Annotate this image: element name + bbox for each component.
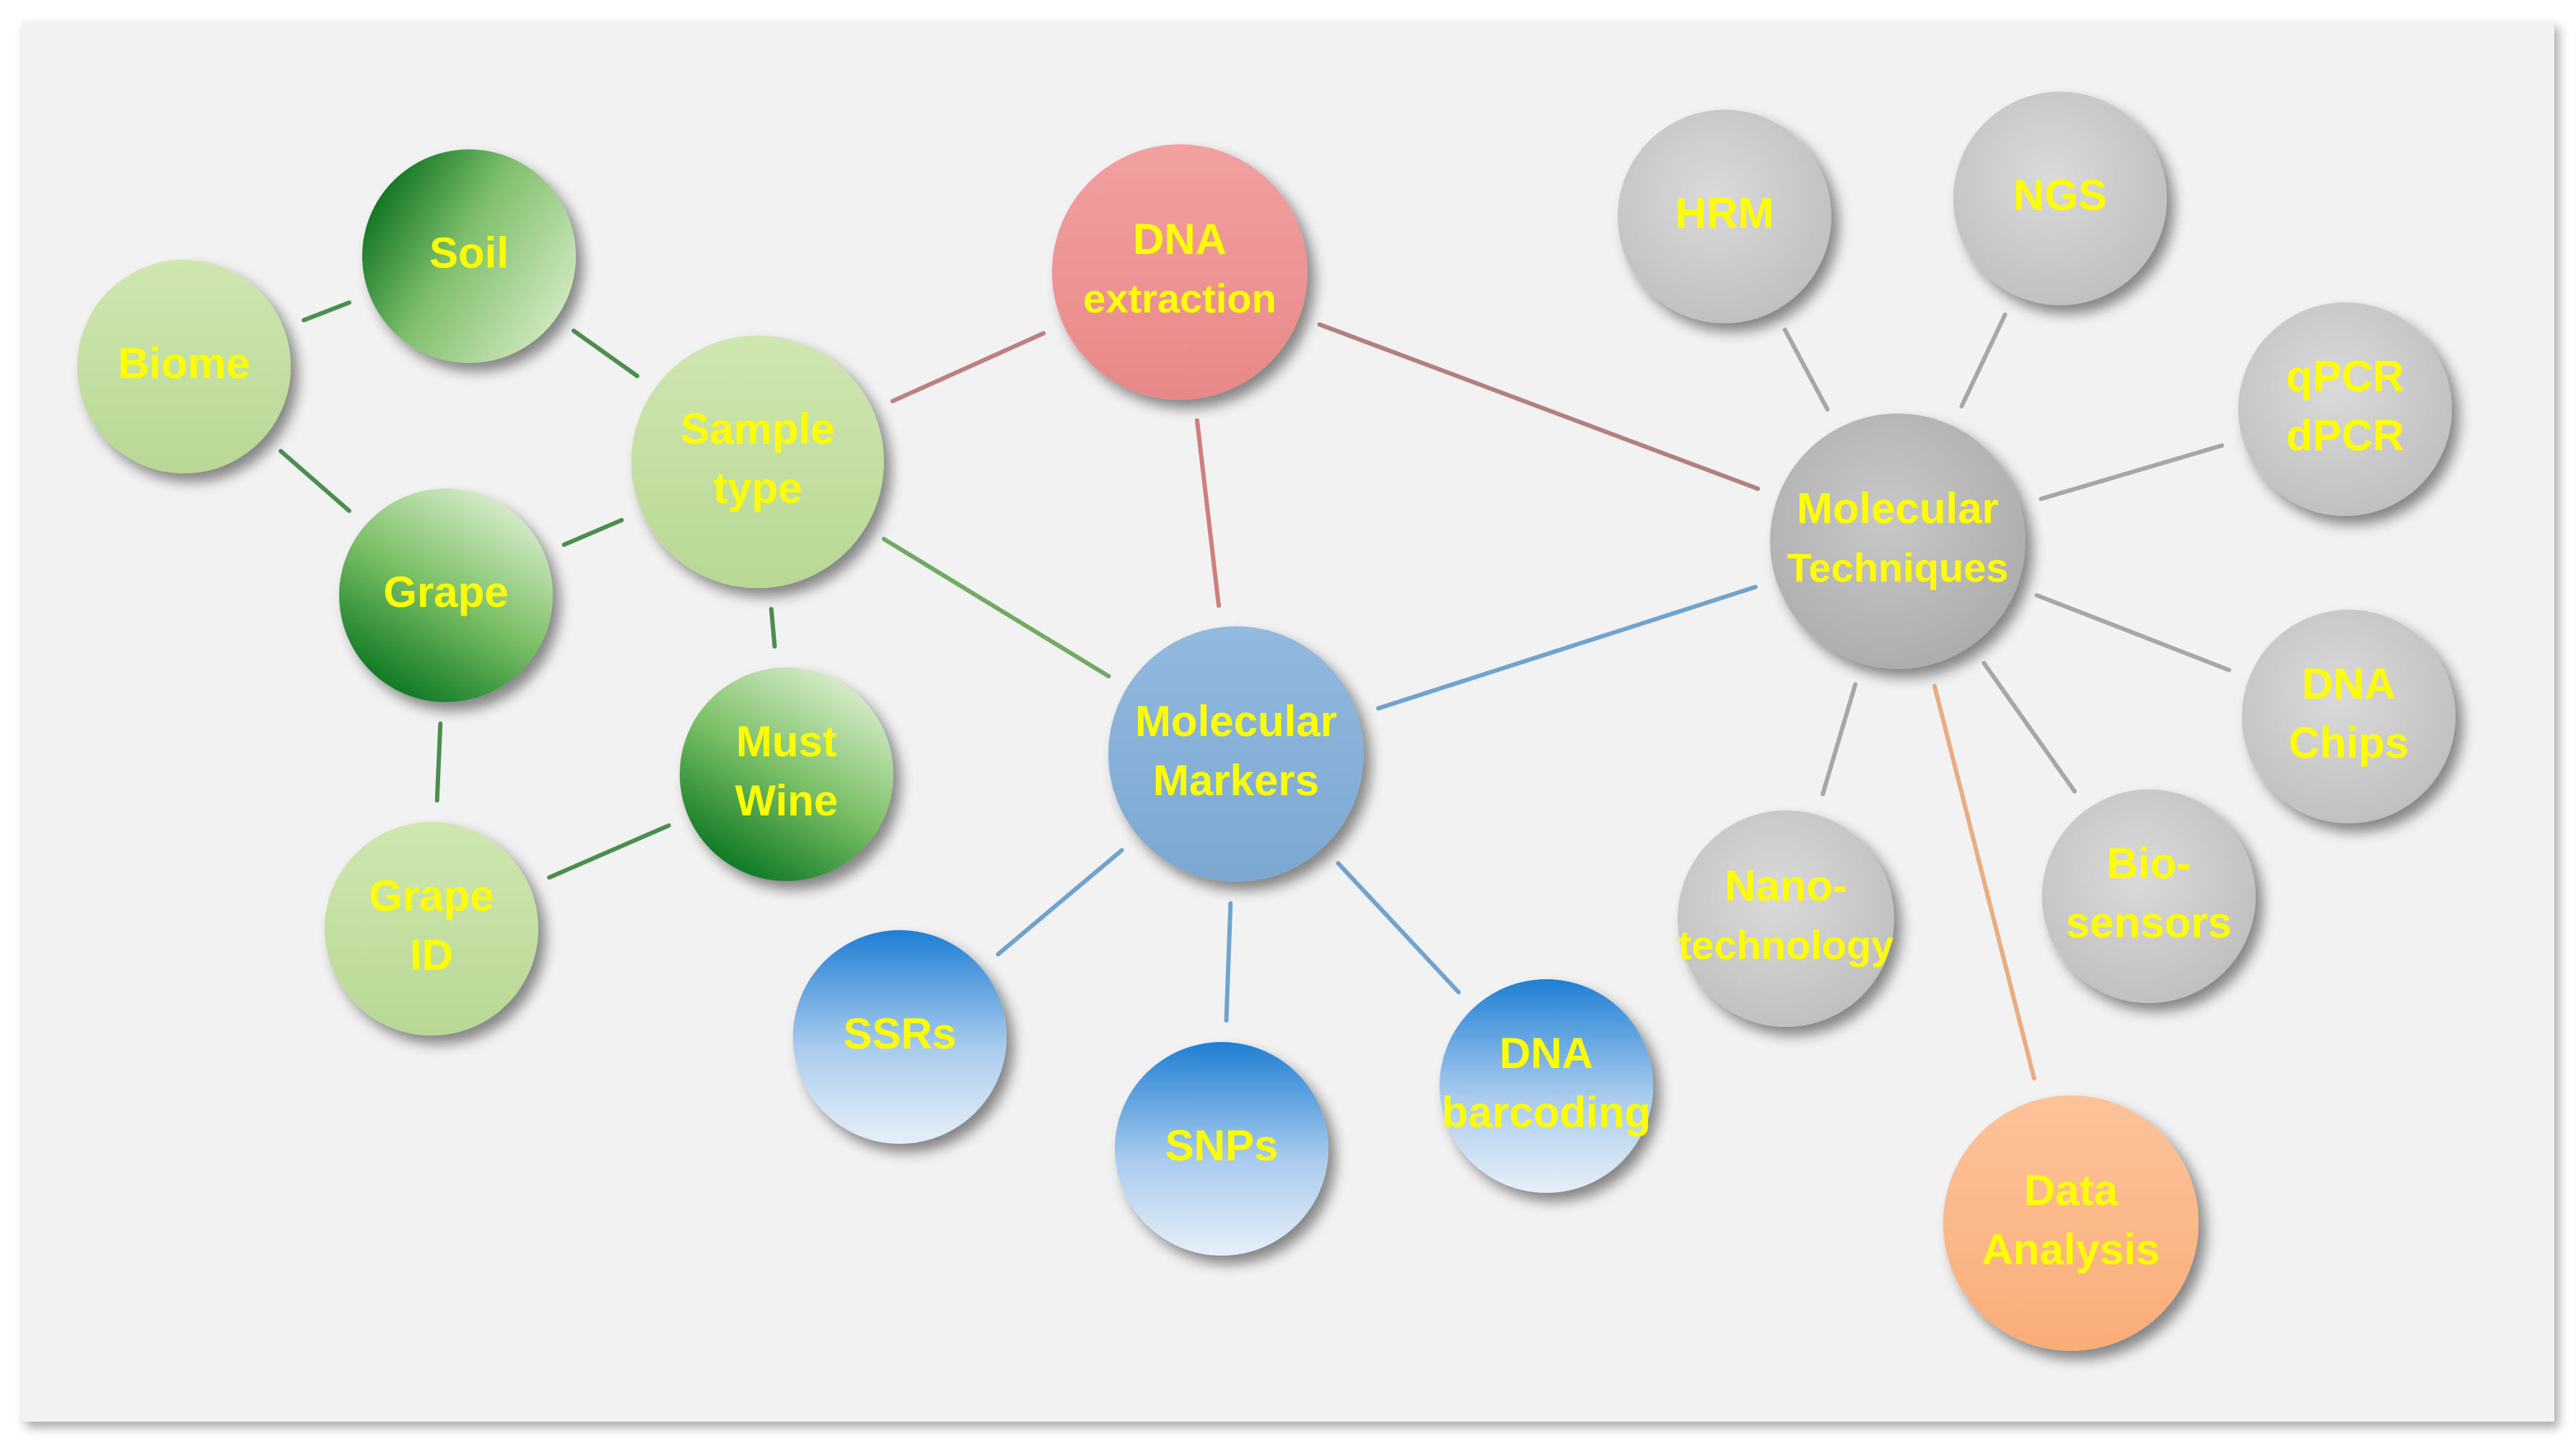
node-label-qpcr-dpcr-0: qPCR bbox=[2286, 352, 2404, 400]
node-label-data-analysis-0: Data bbox=[2024, 1166, 2119, 1214]
nodes-layer: SoilBiomeSampletypeGrapeGrapeIDMustWineD… bbox=[77, 92, 2455, 1351]
node-circle-ngs bbox=[1953, 92, 2167, 305]
node-grape: Grape bbox=[339, 489, 553, 702]
edge-grape-sample-type bbox=[561, 517, 624, 547]
node-biome: Biome bbox=[77, 260, 291, 473]
edge-molecular-markers-dna-barcoding bbox=[1336, 861, 1461, 994]
node-circle-snps bbox=[1115, 1042, 1328, 1256]
node-sample-type: Sample type bbox=[631, 336, 884, 588]
edge-molecular-techniques-dna-chips bbox=[2034, 593, 2232, 673]
node-label-must-wine-0: Must bbox=[736, 717, 837, 766]
node-label-dna-barcoding-1: barcoding bbox=[1442, 1088, 1651, 1137]
edge-molecular-markers-molecular-techniques bbox=[1376, 585, 1758, 711]
node-circle-biosensors bbox=[2042, 789, 2256, 1003]
node-label-dna-extraction-1: extraction bbox=[1083, 276, 1276, 321]
node-label-molecular-markers-0: Molecular bbox=[1135, 697, 1337, 745]
node-circle-grape-id bbox=[325, 822, 538, 1036]
node-circle-biome bbox=[77, 260, 291, 473]
node-label-molecular-techniques-1: Techniques bbox=[1787, 545, 2008, 590]
node-label-dna-extraction-0: DNA bbox=[1133, 215, 1227, 263]
node-hrm: HRM bbox=[1618, 110, 1831, 323]
edge-molecular-markers-snps bbox=[1224, 901, 1233, 1023]
node-label-molecular-techniques-0: Molecular bbox=[1797, 484, 1999, 533]
node-ssrs: SSRs bbox=[793, 930, 1007, 1144]
node-circle-hrm bbox=[1618, 110, 1831, 323]
node-label-grape-id-0: Grape bbox=[369, 872, 494, 920]
node-circle-sample-type bbox=[631, 336, 884, 588]
node-circle-molecular-markers bbox=[1108, 626, 1364, 882]
node-label-molecular-markers-1: Markers bbox=[1153, 756, 1319, 805]
node-label-nanotechnology-1: technology bbox=[1678, 922, 1894, 968]
node-ngs: NGS bbox=[1953, 92, 2167, 305]
node-label-data-analysis-1: Analysis bbox=[1982, 1225, 2160, 1274]
node-label-must-wine-1: Wine bbox=[735, 776, 838, 825]
node-dna-extraction: DNA extraction bbox=[1052, 144, 1307, 400]
node-label-biosensors-1: sensors bbox=[2066, 898, 2232, 947]
node-biosensors: Bio-sensors bbox=[2042, 789, 2256, 1003]
edge-dna-extraction-molecular-markers bbox=[1195, 418, 1221, 608]
node-dna-barcoding: DNA barcoding bbox=[1440, 979, 1653, 1193]
node-label-dna-chips-0: DNA bbox=[2302, 660, 2396, 708]
edge-molecular-techniques-biosensors bbox=[1981, 661, 2077, 794]
node-circle-dna-chips bbox=[2242, 610, 2455, 823]
edge-molecular-techniques-data-analysis bbox=[1932, 683, 2036, 1081]
node-label-biosensors-0: Bio- bbox=[2107, 839, 2191, 888]
node-circle-qpcr-dpcr bbox=[2238, 302, 2452, 516]
node-label-qpcr-dpcr-1: dPCR bbox=[2286, 411, 2404, 460]
edge-grape-id-must-wine bbox=[547, 823, 671, 880]
node-snps: SNPs bbox=[1115, 1042, 1328, 1256]
node-circle-molecular-techniques bbox=[1770, 413, 2025, 669]
edge-molecular-markers-ssrs bbox=[996, 848, 1124, 957]
node-circle-nanotechnology bbox=[1678, 810, 1894, 1027]
node-label-sample-type-0: Sample bbox=[680, 405, 834, 453]
edge-biome-soil bbox=[302, 300, 351, 323]
node-label-soil-0: Soil bbox=[429, 229, 509, 277]
node-label-dna-barcoding-0: DNA bbox=[1499, 1029, 1593, 1077]
node-label-hrm-0: HRM bbox=[1675, 189, 1774, 237]
node-circle-ssrs bbox=[793, 930, 1007, 1144]
node-label-grape-0: Grape bbox=[383, 568, 508, 616]
node-circle-grape bbox=[339, 489, 553, 702]
node-label-nanotechnology-0: Nano- bbox=[1725, 862, 1847, 910]
edge-molecular-techniques-ngs bbox=[1959, 312, 2007, 408]
node-dna-chips: DNA Chips bbox=[2242, 610, 2455, 823]
edge-sample-type-dna-extraction bbox=[890, 330, 1046, 403]
node-circle-dna-barcoding bbox=[1440, 979, 1653, 1193]
edges-layer bbox=[279, 300, 2232, 1081]
node-nanotechnology: Nano-technology bbox=[1678, 810, 1894, 1027]
edge-molecular-techniques-qpcr-dpcr bbox=[2038, 443, 2225, 502]
node-circle-data-analysis bbox=[1943, 1095, 2199, 1351]
node-label-sample-type-1: type bbox=[713, 464, 802, 512]
edge-dna-extraction-molecular-techniques bbox=[1317, 322, 1761, 491]
node-qpcr-dpcr: qPCR dPCR bbox=[2238, 302, 2452, 516]
node-circle-soil bbox=[362, 149, 576, 363]
edge-soil-sample-type bbox=[571, 328, 639, 378]
node-label-ssrs-0: SSRs bbox=[844, 1010, 957, 1058]
node-circle-dna-extraction bbox=[1052, 144, 1307, 400]
edge-biome-grape bbox=[279, 449, 351, 513]
edge-molecular-techniques-nanotechnology bbox=[1821, 682, 1858, 797]
node-label-dna-chips-1: Chips bbox=[2289, 719, 2409, 767]
node-label-biome-0: Biome bbox=[118, 339, 250, 388]
node-label-grape-id-1: ID bbox=[410, 931, 453, 979]
node-circle-must-wine bbox=[680, 667, 893, 881]
edge-molecular-techniques-hrm bbox=[1782, 328, 1830, 412]
node-soil: Soil bbox=[362, 149, 576, 363]
edge-sample-type-molecular-markers bbox=[881, 536, 1111, 679]
edge-sample-type-must-wine bbox=[768, 607, 777, 649]
node-label-ngs-0: NGS bbox=[2013, 171, 2107, 219]
edge-grape-grape-id bbox=[434, 721, 443, 803]
node-label-snps-0: SNPs bbox=[1165, 1121, 1279, 1170]
